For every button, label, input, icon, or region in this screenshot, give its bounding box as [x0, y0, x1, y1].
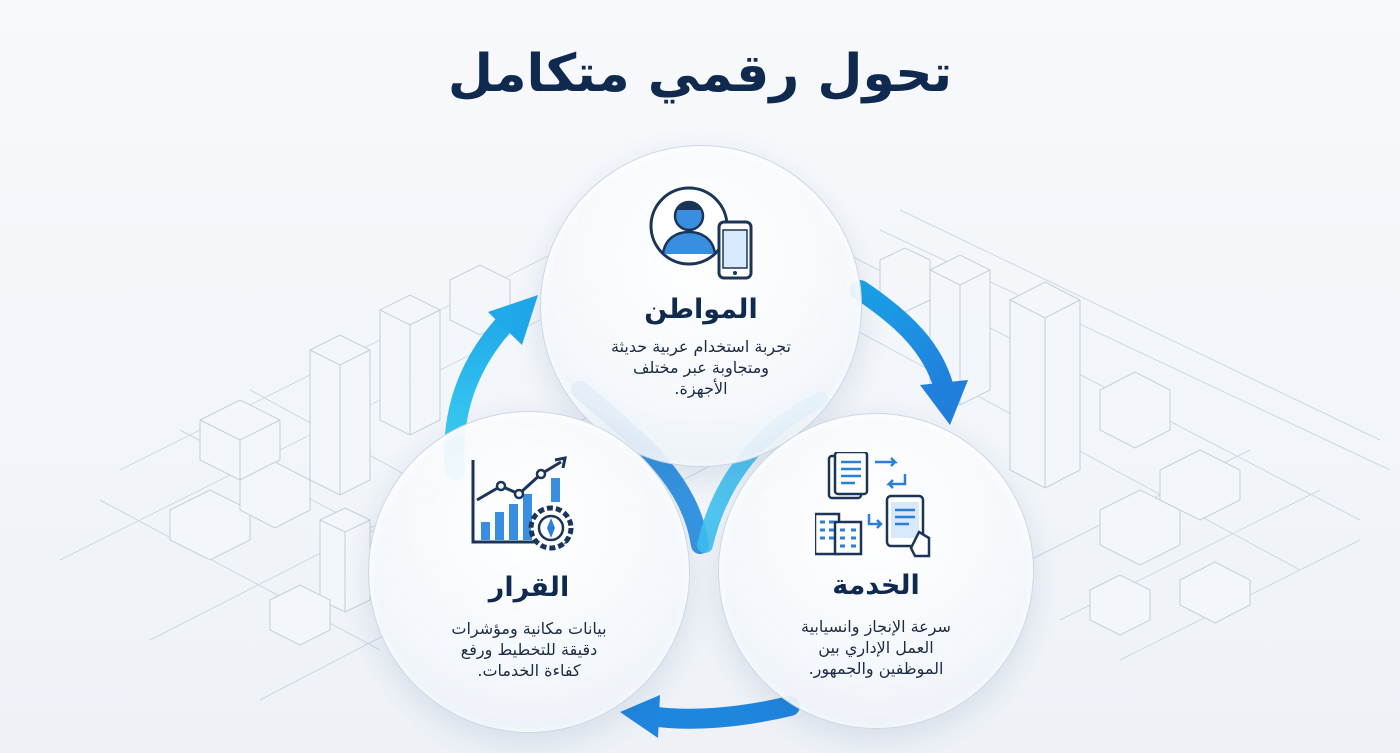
arrow-citizen-to-service	[850, 280, 955, 402]
node-decision-line: كفاءة الخدمات.	[477, 661, 581, 680]
node-decision-title: القرار	[488, 572, 570, 603]
node-service: الخدمة سرعة الإنجاز وانسيابية العمل الإد…	[718, 413, 1034, 729]
node-decision: القرار بيانات مكانية ومؤشرات دقيقة للتخط…	[368, 411, 690, 733]
citizen-phone-icon	[649, 186, 757, 290]
node-decision-description: بيانات مكانية ومؤشرات دقيقة للتخطيط ورفع…	[409, 618, 649, 681]
arrowhead-service	[920, 380, 968, 425]
arrowhead-citizen	[488, 295, 538, 345]
node-service-line: الموظفين والجمهور.	[808, 659, 944, 678]
arrowhead-decision	[620, 695, 660, 738]
node-citizen-line: ومتجاوبة عبر مختلف	[632, 358, 770, 377]
documents-exchange-icon	[813, 450, 939, 566]
node-service-line: سرعة الإنجاز وانسيابية	[801, 617, 951, 636]
node-decision-line: بيانات مكانية ومؤشرات	[451, 619, 607, 638]
node-citizen: المواطن تجربة استخدام عربية حديثة ومتجاو…	[540, 145, 862, 467]
node-service-line: العمل الإداري بين	[818, 638, 934, 657]
node-citizen-title: المواطن	[644, 294, 758, 325]
node-service-title: الخدمة	[832, 570, 920, 601]
node-decision-line: دقيقة للتخطيط ورفع	[460, 640, 598, 659]
page-title: تحول رقمي متكامل	[447, 44, 953, 104]
analytics-compass-icon	[467, 456, 587, 560]
arrow-service-to-decision	[640, 696, 800, 729]
node-citizen-line: الأجهزة.	[674, 379, 728, 398]
node-citizen-description: تجربة استخدام عربية حديثة ومتجاوبة عبر م…	[581, 336, 821, 399]
node-citizen-line: تجربة استخدام عربية حديثة	[610, 337, 792, 356]
node-service-description: سرعة الإنجاز وانسيابية العمل الإداري بين…	[759, 616, 993, 679]
